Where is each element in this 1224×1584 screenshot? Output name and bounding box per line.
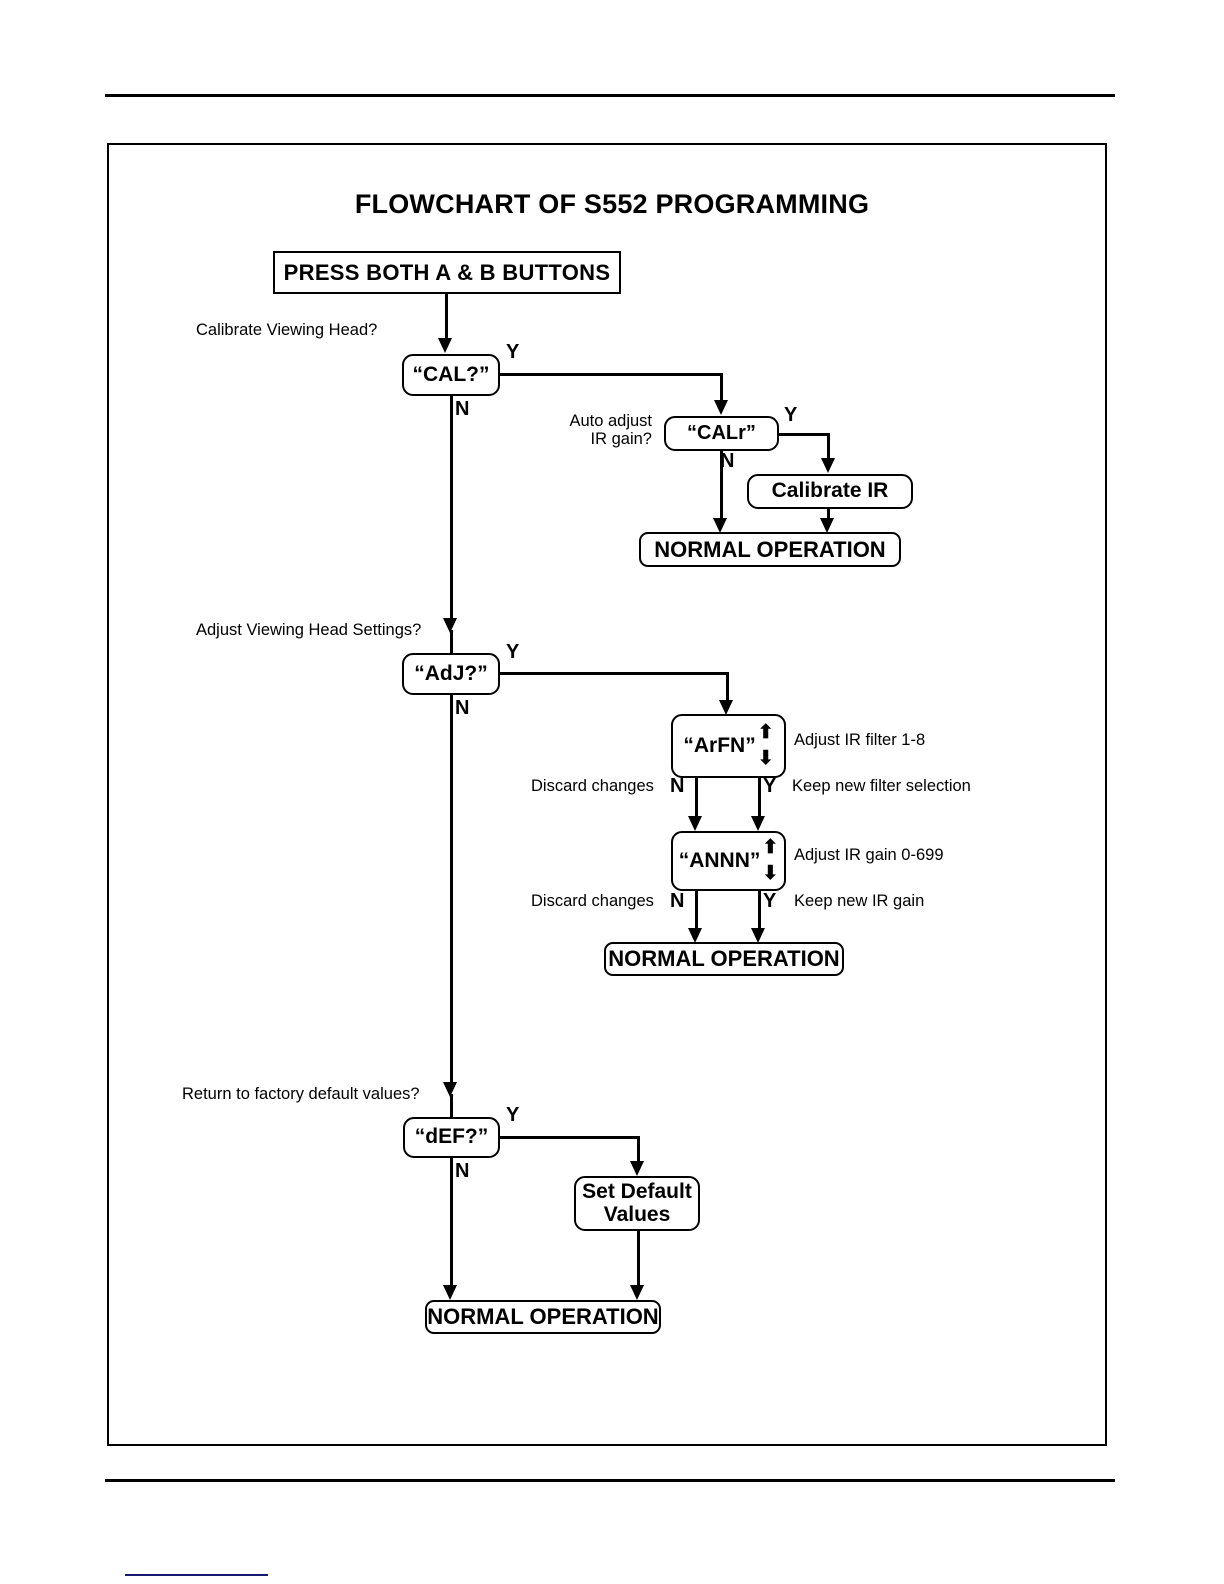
arrow-down-icon: ⬇ <box>762 862 779 884</box>
arrowhead-normal2-left <box>688 928 702 943</box>
edge-arfn-yes <box>758 778 761 820</box>
branch-label-arfn-yes: Y <box>763 775 777 797</box>
arrow-up-icon: ⬆ <box>762 837 779 858</box>
node-adj-decision: “AdJ?” <box>402 653 500 695</box>
node-normal-operation-cal: NORMAL OPERATION <box>639 532 901 567</box>
set-default-line2: Values <box>603 1202 671 1226</box>
edge-adj-yes-vertical <box>726 672 729 704</box>
node-calibrate-ir: Calibrate IR <box>747 474 913 509</box>
arrowhead-normal1-right <box>820 518 834 533</box>
set-default-line1: Set Default <box>582 1179 692 1203</box>
node-annn-inner: “ANNN” ⬆ ⬇ <box>673 837 784 884</box>
prompt-adjust-viewing-head-settings: Adjust Viewing Head Settings? <box>196 621 422 639</box>
arfn-stepper-arrows: ⬆ ⬇ <box>757 722 774 769</box>
footer-accent-mark <box>125 1574 268 1576</box>
annn-stepper-arrows: ⬆ ⬇ <box>762 837 779 884</box>
node-annn-stepper: “ANNN” ⬆ ⬇ <box>671 831 786 891</box>
edge-cal-no-to-adj <box>450 630 453 654</box>
arrowhead-calr <box>714 400 728 415</box>
branch-label-annn-no: N <box>670 890 685 912</box>
edge-calr-yes-horizontal <box>779 433 830 436</box>
arrowhead-normal2-right <box>751 928 765 943</box>
edge-annn-yes <box>758 891 761 931</box>
edge-cal-yes-vertical <box>720 373 723 403</box>
edge-arfn-no <box>695 778 698 820</box>
branch-label-calr-no: N <box>720 450 735 472</box>
arrowhead-annn-right <box>751 816 765 831</box>
node-def-decision: “dEF?” <box>403 1117 500 1158</box>
prompt-calibrate-viewing-head: Calibrate Viewing Head? <box>196 321 378 339</box>
edge-annn-no <box>695 891 698 931</box>
prompt-auto-adjust-line1: Auto adjust <box>569 412 652 430</box>
edge-cal-no-trunk <box>450 396 453 621</box>
arrowhead-cal <box>438 338 452 353</box>
header-rule <box>105 94 1115 97</box>
node-normal-operation-def: NORMAL OPERATION <box>425 1300 661 1334</box>
arrowhead-annn-left <box>688 816 702 831</box>
branch-label-calr-yes: Y <box>784 404 798 426</box>
arrowhead-normal3-right <box>630 1285 644 1300</box>
edge-calr-no <box>720 451 723 521</box>
edge-cal-yes-horizontal <box>500 373 722 376</box>
branch-label-annn-yes: Y <box>763 890 777 912</box>
edge-adj-no-trunk <box>450 695 453 1084</box>
footer-rule <box>105 1479 1115 1482</box>
branch-label-arfn-no: N <box>670 775 685 797</box>
edge-adj-no-to-def <box>450 1094 453 1118</box>
edge-pressboth-to-cal <box>445 294 448 340</box>
arrowhead-arfn <box>719 700 733 715</box>
page-title: FLOWCHART OF S552 PROGRAMMING <box>354 189 870 219</box>
node-press-both: PRESS BOTH A & B BUTTONS <box>273 251 621 294</box>
branch-label-adj-yes: Y <box>506 641 520 663</box>
prompt-auto-adjust-line2: IR gain? <box>590 430 652 449</box>
note-arfn-discard-changes: Discard changes <box>531 777 654 795</box>
note-annn-keep-ir-gain: Keep new IR gain <box>794 892 925 910</box>
edge-adj-yes-horizontal <box>500 672 728 675</box>
edge-def-yes-vertical <box>637 1136 640 1164</box>
note-arfn-keep-selection: Keep new filter selection <box>792 777 971 795</box>
edge-def-yes-horizontal <box>500 1136 640 1139</box>
arrow-up-icon: ⬆ <box>757 722 774 743</box>
node-cal-decision: “CAL?” <box>402 354 500 396</box>
prompt-return-factory-defaults: Return to factory default values? <box>182 1085 420 1103</box>
branch-label-def-no: N <box>455 1160 470 1182</box>
node-calr-decision: “CALr” <box>664 416 779 451</box>
arrowhead-normal3-left <box>443 1285 457 1300</box>
edge-def-no <box>450 1158 453 1288</box>
arrowhead-setdefault <box>630 1161 644 1176</box>
arrowhead-def <box>443 1082 457 1097</box>
prompt-auto-adjust-ir-gain: Auto adjust IR gain? <box>548 412 652 449</box>
edge-calr-yes-vertical <box>827 433 830 461</box>
branch-label-cal-no: N <box>455 398 470 420</box>
node-set-default-values: Set Default Values <box>574 1176 700 1231</box>
prompt-adjust-ir-filter: Adjust IR filter 1-8 <box>794 731 926 749</box>
node-annn-label: “ANNN” <box>678 848 761 872</box>
edge-setdefault-to-normal3 <box>637 1231 640 1289</box>
edge-calibrateir-to-normal1 <box>827 509 830 521</box>
branch-label-cal-yes: Y <box>506 341 520 363</box>
node-arfn-inner: “ArFN” ⬆ ⬇ <box>673 722 784 769</box>
node-normal-operation-adj: NORMAL OPERATION <box>604 942 844 976</box>
node-arfn-stepper: “ArFN” ⬆ ⬇ <box>671 714 786 778</box>
branch-label-def-yes: Y <box>506 1104 520 1126</box>
prompt-adjust-ir-gain: Adjust IR gain 0-699 <box>794 846 944 864</box>
arrowhead-calibrate-ir <box>821 458 835 473</box>
arrowhead-normal1-left <box>713 518 727 533</box>
branch-label-adj-no: N <box>455 697 470 719</box>
arrow-down-icon: ⬇ <box>757 747 774 769</box>
node-arfn-label: “ArFN” <box>683 733 756 757</box>
note-annn-discard-changes: Discard changes <box>531 892 654 910</box>
arrowhead-adj <box>443 618 457 633</box>
